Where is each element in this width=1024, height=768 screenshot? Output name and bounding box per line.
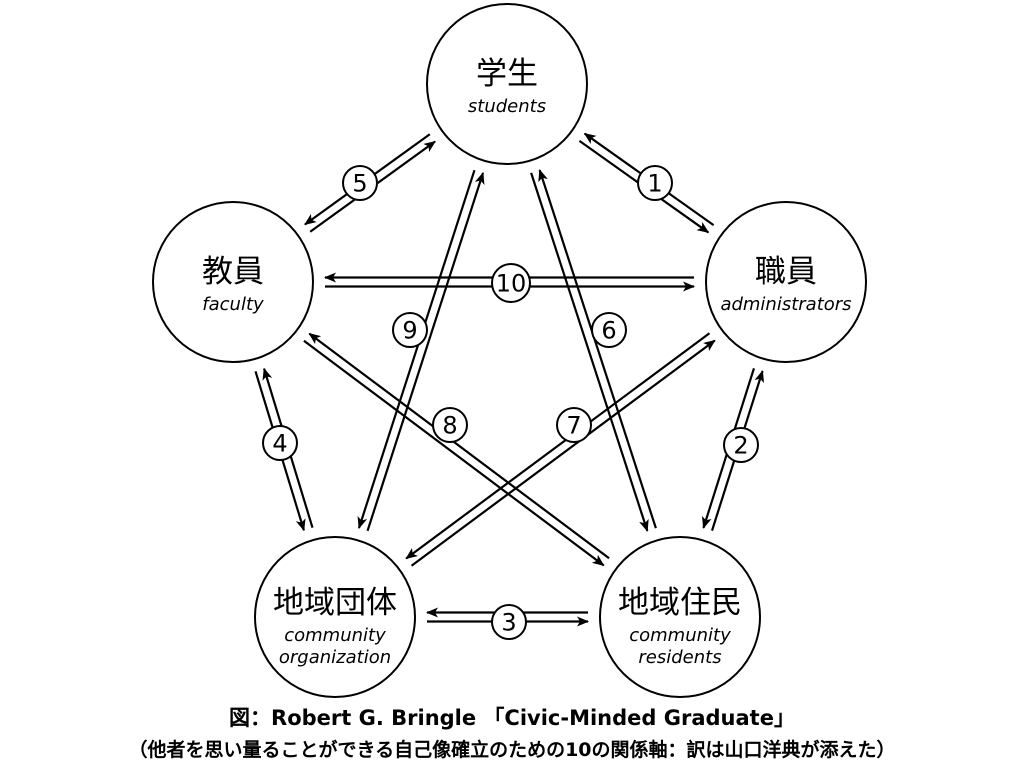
edge-label-8: 8 bbox=[432, 407, 468, 443]
edge-label-layer: 1 2 3 4 5 6 7 8 9 10 bbox=[262, 165, 759, 640]
edge-label-circle bbox=[491, 604, 527, 640]
node-label-en: residents bbox=[638, 647, 721, 668]
node-circle bbox=[152, 201, 314, 363]
node-circle bbox=[599, 536, 761, 698]
arrow-backward-8 bbox=[303, 339, 605, 567]
edge-label-number: 3 bbox=[501, 609, 516, 637]
node-label-ja: 地域住民 bbox=[618, 585, 742, 621]
node-students: 学生 students bbox=[426, 3, 588, 165]
node-label-en: community bbox=[284, 625, 386, 646]
edge-label-9: 9 bbox=[392, 312, 428, 348]
edge-label-number: 8 bbox=[442, 412, 457, 440]
arrow-backward-9 bbox=[357, 169, 476, 530]
arrow-forward-6 bbox=[530, 172, 649, 532]
node-label-ja: 職員 bbox=[755, 254, 817, 290]
edge-label-circle bbox=[591, 312, 627, 348]
edge-label-1: 1 bbox=[637, 165, 673, 201]
edge-label-circle bbox=[723, 427, 759, 463]
edge-label-number: 9 bbox=[402, 317, 417, 345]
edge-label-5: 5 bbox=[342, 165, 378, 201]
edge-label-circle bbox=[262, 425, 298, 461]
edge-label-number: 10 bbox=[496, 270, 527, 298]
node-label-en: faculty bbox=[202, 294, 264, 315]
node-label-en: students bbox=[468, 96, 546, 117]
edge-label-2: 2 bbox=[723, 427, 759, 463]
edge-arrows-8 bbox=[303, 332, 610, 567]
edge-label-number: 7 bbox=[566, 412, 581, 440]
arrow-forward-8 bbox=[308, 332, 610, 560]
figure-caption: 図：Robert G. Bringle 「Civic-Minded Gradua… bbox=[229, 706, 795, 730]
figure-note: （他者を思い量ることができる自己像確立のための10の関係軸：訳は山口洋典が添えた… bbox=[128, 739, 896, 761]
arrow-backward-6 bbox=[538, 169, 657, 529]
edge-label-7: 7 bbox=[556, 407, 592, 443]
edge-label-circle bbox=[392, 312, 428, 348]
arrow-forward-9 bbox=[366, 171, 485, 532]
node-layer: 学生students職員administrators地域住民communityr… bbox=[152, 3, 867, 698]
edge-label-circle bbox=[432, 407, 468, 443]
node-label-ja: 地域団体 bbox=[273, 585, 397, 621]
node-circle bbox=[426, 3, 588, 165]
edge-label-circle bbox=[556, 407, 592, 443]
edge-label-circle bbox=[342, 165, 378, 201]
edge-arrows-7 bbox=[405, 332, 716, 567]
edge-label-10: 10 bbox=[491, 263, 531, 303]
edge-label-number: 5 bbox=[352, 170, 367, 198]
edge-arrows-9 bbox=[357, 169, 485, 532]
edge-layer bbox=[254, 132, 764, 627]
edge-label-3: 3 bbox=[491, 604, 527, 640]
edge-label-number: 2 bbox=[733, 432, 748, 460]
node-label-ja: 教員 bbox=[202, 254, 264, 290]
node-faculty: 教員 faculty bbox=[152, 201, 314, 363]
edge-arrows-6 bbox=[530, 169, 657, 532]
edge-label-circle bbox=[491, 263, 531, 303]
node-label-en: administrators bbox=[720, 294, 851, 315]
edge-label-number: 4 bbox=[272, 430, 287, 458]
edge-label-circle bbox=[637, 165, 673, 201]
node-label-en: organization bbox=[279, 647, 391, 668]
node-label-ja: 学生 bbox=[476, 56, 538, 92]
edge-label-6: 6 bbox=[591, 312, 627, 348]
edge-label-4: 4 bbox=[262, 425, 298, 461]
node-administrators: 職員 administrators bbox=[705, 201, 867, 363]
arrow-forward-7 bbox=[405, 332, 711, 560]
arrow-backward-7 bbox=[410, 339, 716, 567]
edge-label-number: 1 bbox=[647, 170, 662, 198]
node-circle bbox=[254, 536, 416, 698]
node-circle bbox=[705, 201, 867, 363]
node-label-en: community bbox=[629, 625, 731, 646]
edge-label-number: 6 bbox=[601, 317, 616, 345]
